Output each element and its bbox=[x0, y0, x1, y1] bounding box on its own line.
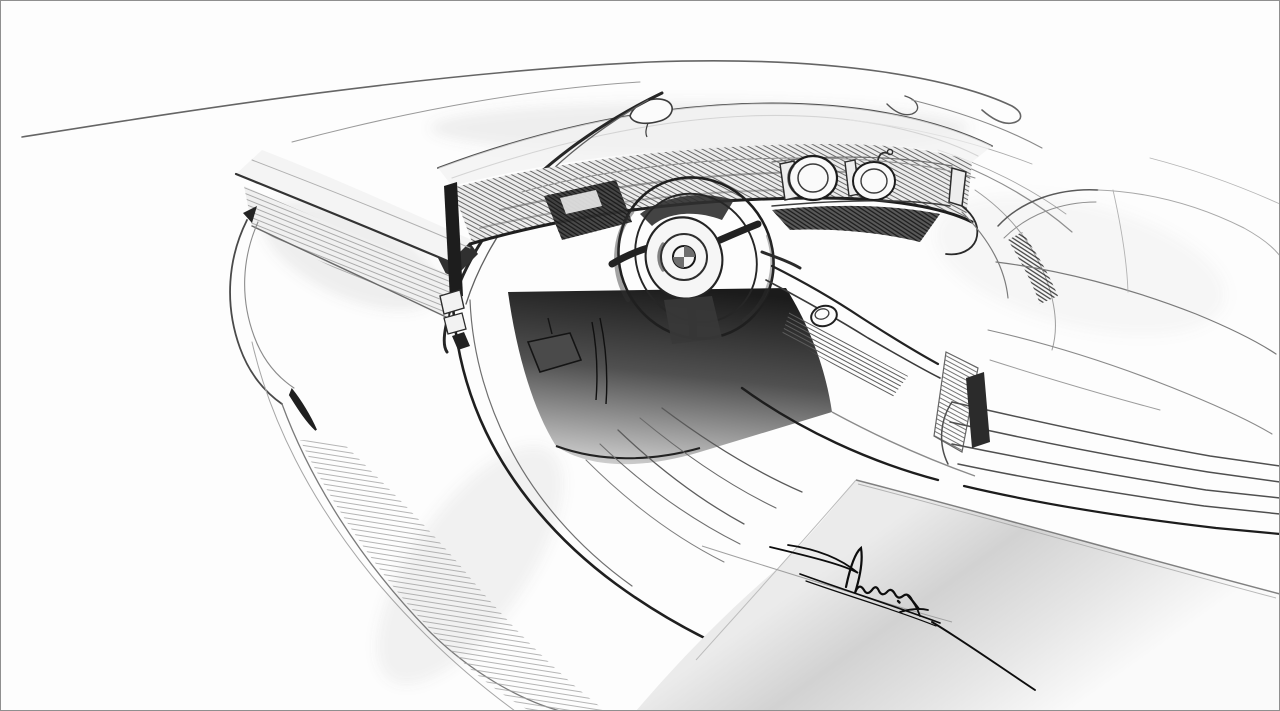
signature-tail bbox=[931, 621, 1036, 691]
wheel-arch bbox=[229, 206, 317, 431]
windshield-glass bbox=[438, 103, 992, 186]
sill-hatching bbox=[300, 440, 606, 711]
center-roundel bbox=[672, 245, 696, 269]
footwell-slit bbox=[591, 317, 608, 405]
gauge-pod-1 bbox=[787, 154, 839, 202]
rocker-panel bbox=[636, 479, 1280, 711]
signature-underline bbox=[799, 573, 941, 624]
footwell bbox=[508, 288, 976, 477]
steering-column bbox=[664, 296, 722, 344]
console-hatch bbox=[782, 310, 908, 398]
fender-top-surface bbox=[236, 150, 472, 262]
seat-bracket bbox=[966, 372, 990, 448]
dash-vent-highlight bbox=[560, 190, 602, 214]
passenger-seat bbox=[940, 157, 1280, 536]
headrest bbox=[997, 189, 1099, 227]
front-fender bbox=[229, 150, 472, 431]
signature-letters bbox=[844, 545, 921, 611]
pedal bbox=[526, 332, 583, 373]
spoke-right bbox=[716, 220, 762, 244]
door-hinge bbox=[439, 182, 470, 350]
steering-wheel bbox=[608, 176, 802, 344]
door-panel bbox=[251, 182, 790, 711]
gauge-pod-2 bbox=[852, 161, 896, 201]
spoke-left bbox=[608, 244, 652, 268]
floor-lines bbox=[585, 386, 940, 563]
rim-shadow bbox=[640, 195, 734, 226]
belt-tower bbox=[933, 351, 979, 453]
center-console bbox=[765, 264, 979, 453]
designer-signature bbox=[769, 544, 1036, 691]
gauge-bracket-right bbox=[948, 167, 967, 207]
gauge-pods bbox=[771, 148, 967, 207]
